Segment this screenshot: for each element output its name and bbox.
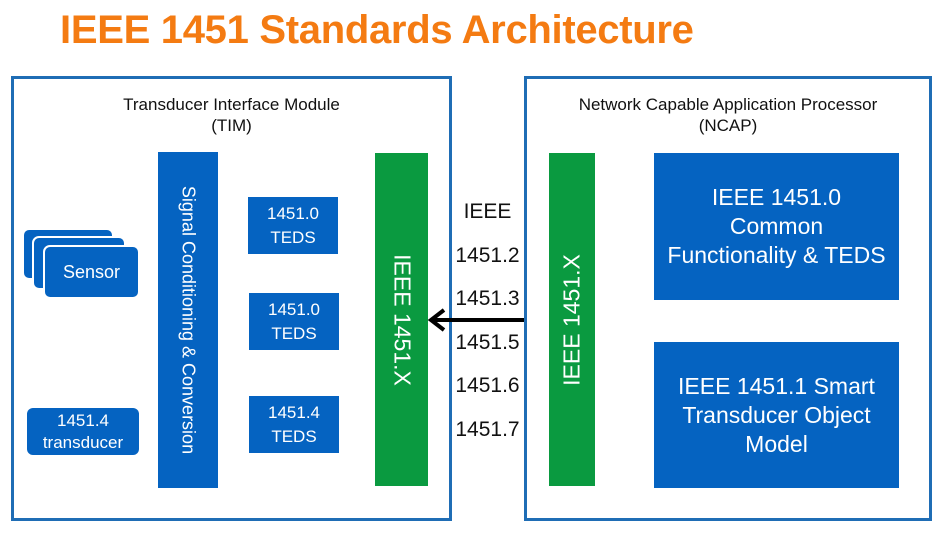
signal-conditioning-label: Signal Conditioning & Conversion — [178, 185, 199, 455]
transducer-line2: transducer — [42, 432, 124, 452]
ncap-heading-line1: Network Capable Application Processor — [578, 95, 878, 114]
teds-box: 1451.4 TEDS — [249, 396, 339, 453]
object-model-box: IEEE 1451.1 Smart Transducer Object Mode… — [654, 342, 899, 488]
transducer-box: 1451.4 transducer — [27, 408, 139, 455]
teds-line2: TEDS — [271, 323, 317, 343]
tim-heading: Transducer Interface Module (TIM) — [14, 94, 449, 136]
common-functionality-box: IEEE 1451.0 Common Functionality & TEDS — [654, 153, 899, 300]
ncap-interface-label: IEEE 1451.X — [558, 253, 585, 386]
standard-item: 1451.7 — [455, 417, 520, 441]
sensor-label: Sensor — [62, 261, 121, 282]
ncap-interface-bar: IEEE 1451.X — [549, 153, 595, 486]
object-model-line3: Model — [745, 430, 808, 457]
ncap-heading-line2: (NCAP) — [698, 116, 758, 135]
sensor-card: Sensor — [43, 245, 140, 299]
teds-box: 1451.0 TEDS — [248, 197, 338, 254]
teds-line1: 1451.0 — [268, 299, 320, 319]
teds-line2: TEDS — [270, 227, 316, 247]
tim-interface-bar: IEEE 1451.X — [375, 153, 428, 486]
tim-interface-label: IEEE 1451.X — [389, 253, 415, 386]
tim-heading-line2: (TIM) — [211, 116, 252, 135]
teds-line1: 1451.0 — [267, 203, 319, 223]
teds-line2: TEDS — [271, 426, 317, 446]
standard-item: 1451.3 — [455, 287, 520, 310]
tim-heading-line1: Transducer Interface Module — [123, 95, 340, 114]
standard-item: 1451.2 — [455, 243, 520, 267]
object-model-line1: IEEE 1451.1 Smart — [678, 372, 875, 399]
standards-list: IEEE 1451.2 1451.3 1451.5 1451.6 1451.7 — [450, 190, 525, 451]
common-line2: Common — [729, 213, 824, 239]
ncap-heading: Network Capable Application Processor (N… — [527, 94, 929, 136]
common-line1: IEEE 1451.0 — [711, 184, 842, 210]
standard-item: 1451.6 — [455, 374, 520, 397]
signal-conditioning-bar: Signal Conditioning & Conversion — [158, 152, 218, 488]
transducer-line1: 1451.4 — [57, 410, 109, 430]
standard-item: IEEE — [463, 200, 512, 223]
object-model-line2: Transducer Object — [682, 401, 871, 428]
page-title: IEEE 1451 Standards Architecture — [60, 8, 694, 52]
teds-box: 1451.0 TEDS — [249, 293, 339, 350]
teds-line1: 1451.4 — [268, 402, 320, 422]
standard-item: 1451.5 — [455, 330, 520, 354]
common-line3: Functionality & TEDS — [667, 242, 886, 268]
